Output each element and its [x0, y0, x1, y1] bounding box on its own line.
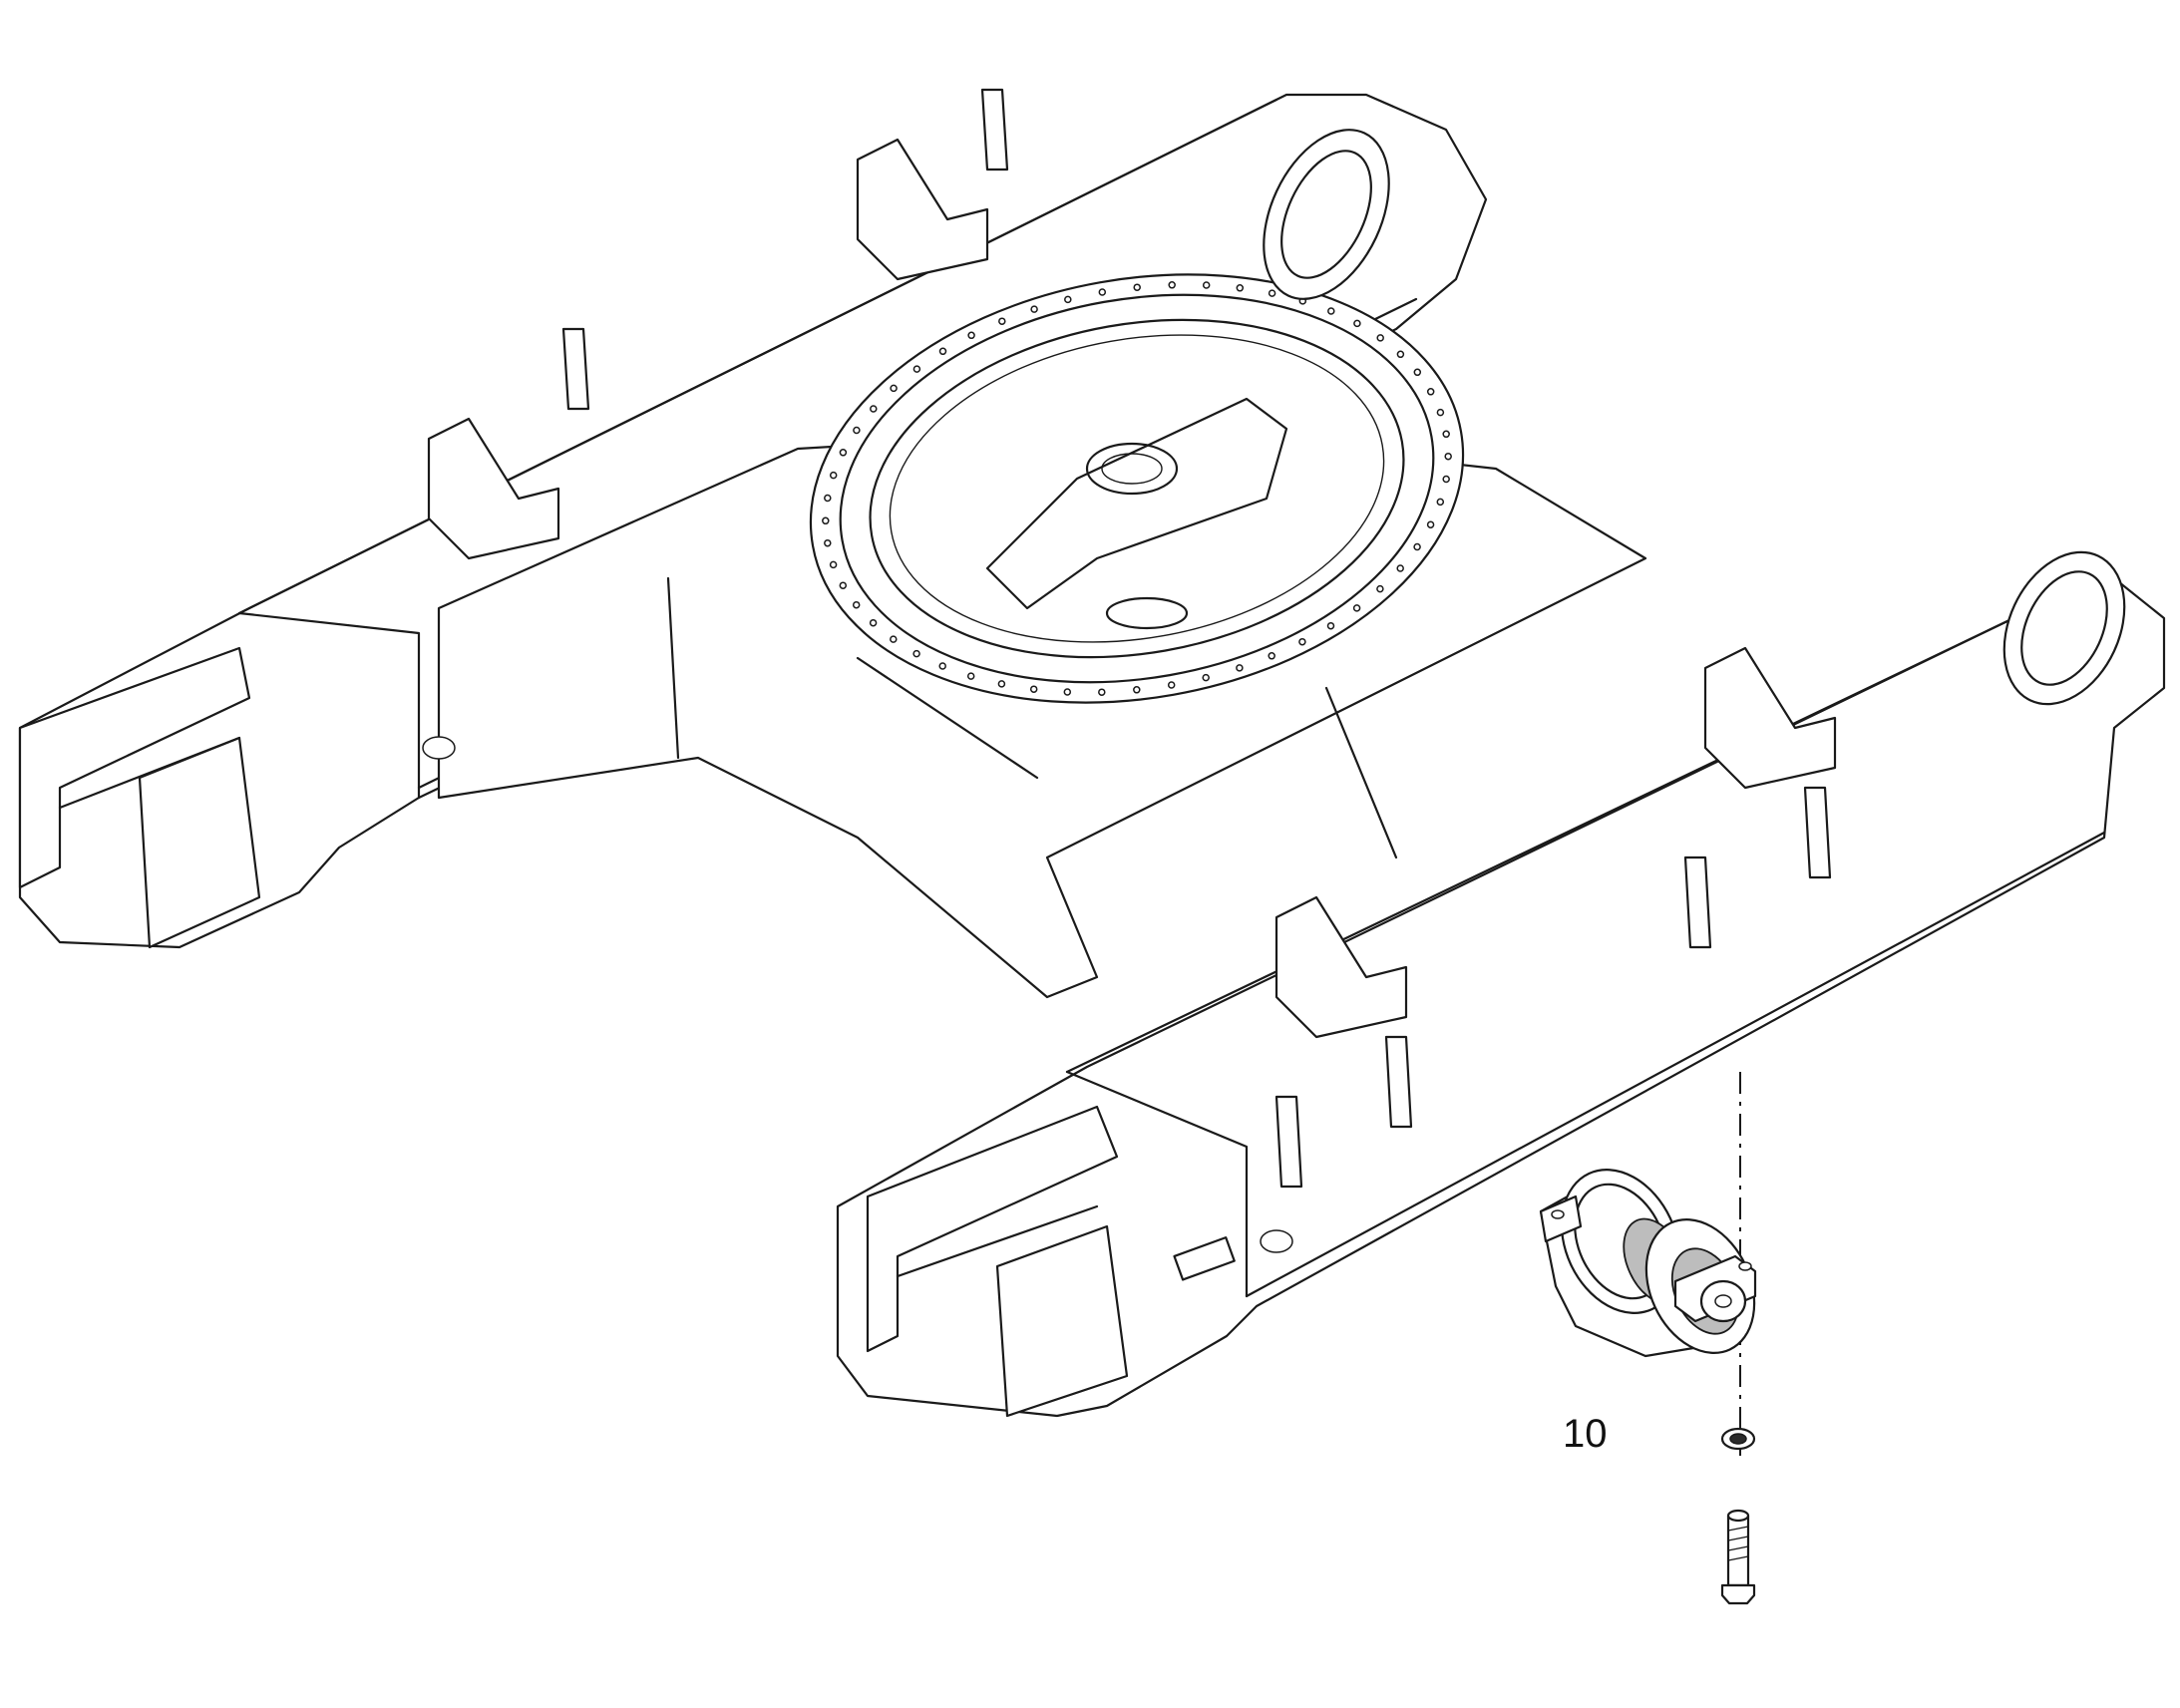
bolt-hole: [1098, 288, 1107, 296]
bolt-hole: [852, 600, 861, 609]
bolt-hole: [1413, 368, 1422, 377]
bolt-hole: [824, 538, 832, 547]
bolt-hole: [1426, 520, 1435, 528]
bolt-hole: [1396, 350, 1405, 359]
bolt-hole: [1236, 664, 1244, 672]
bolt-hole: [1030, 305, 1038, 313]
bolt-hole: [1298, 637, 1306, 646]
bolt-hole: [1442, 475, 1450, 484]
bolt-hole: [890, 384, 898, 393]
bolt-hole: [1376, 584, 1384, 593]
bolt-hole: [912, 365, 921, 373]
bolt-hole: [1098, 688, 1106, 696]
bolt-hole: [1202, 281, 1211, 289]
bolt-hole: [997, 680, 1006, 688]
bolt-hole: [1376, 334, 1384, 342]
bolt-hole: [967, 331, 975, 340]
undercarriage-frame: [18, 88, 2166, 1418]
bolt-hole: [869, 618, 878, 627]
slew-ring-bolt-holes: [822, 281, 1452, 696]
bolt-hole: [1029, 685, 1038, 693]
bolt-hole: [1167, 681, 1176, 689]
bolt-hole: [1353, 319, 1361, 328]
bolt-hole: [890, 635, 898, 643]
bolt-hole: [938, 347, 947, 356]
bolt-hole: [938, 662, 946, 670]
bolt-hole: [824, 494, 832, 503]
bolt-hole: [998, 317, 1006, 325]
bolt-hole: [1202, 673, 1210, 682]
bolt-hole: [1236, 284, 1245, 292]
bolt-hole: [1413, 542, 1421, 551]
bolt-hole: [1442, 430, 1450, 439]
bolt-hole: [1133, 283, 1141, 291]
track-roller: [1539, 1169, 1757, 1358]
bolt-hole: [829, 471, 838, 480]
bolt-hole: [839, 581, 848, 589]
bolt-hole: [1326, 621, 1335, 630]
bolt-hole: [870, 405, 878, 413]
bolt-hole: [839, 449, 848, 457]
bolt-hole: [1064, 295, 1072, 304]
bolt-hole: [829, 560, 838, 569]
bolt-hole: [1063, 688, 1072, 696]
bolt-hole: [1268, 289, 1276, 297]
washer: [1720, 1427, 1756, 1451]
bolt-hole: [966, 672, 975, 680]
bolt-hole: [1444, 452, 1452, 461]
bolt-hole: [1396, 564, 1404, 572]
bolt-hole: [1426, 388, 1435, 396]
callout-label: 10: [1563, 1412, 1608, 1456]
bolt-hole: [1436, 498, 1445, 507]
track-roller-assembly: 10: [1539, 1072, 1757, 1605]
bolt-hole: [1168, 281, 1176, 289]
bolt-hole: [1327, 307, 1335, 315]
bolt-hole: [853, 426, 861, 435]
bolt: [1720, 1509, 1756, 1605]
bolt-hole: [1268, 652, 1275, 660]
bolt-hole: [1436, 408, 1445, 417]
bolt-hole: [1352, 604, 1361, 612]
bolt-hole: [822, 516, 830, 525]
bolt-hole: [912, 649, 920, 658]
bolt-hole: [1133, 686, 1141, 694]
